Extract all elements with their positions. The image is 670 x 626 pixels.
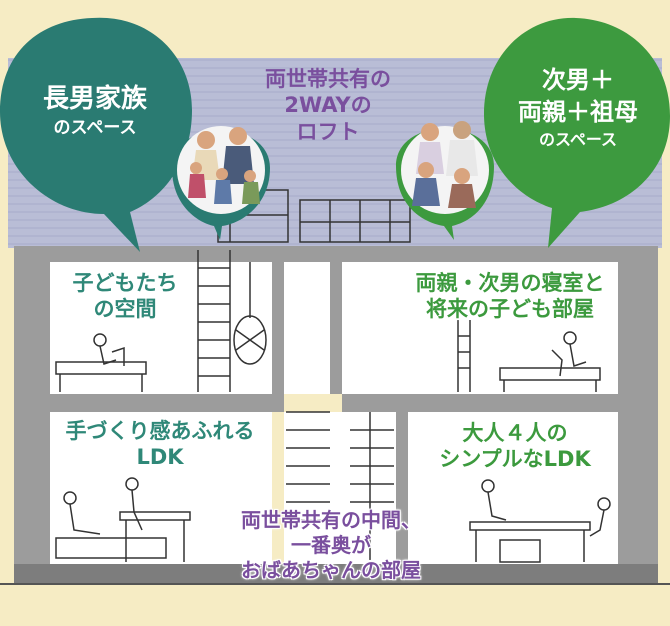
label-parents-room: 両親・次男の寝室と 将来の子ども部屋 [390,270,630,323]
walls [14,262,658,582]
label-loft-line1: 両世帯共有の [265,67,391,91]
label-grandma-room-line2: 一番奥が [291,533,371,557]
label-parents-room-line1: 両親・次男の寝室と [415,271,605,295]
ground-slab [14,564,658,584]
label-grandma-room-line1: 両世帯共有の中間、 [241,508,421,532]
bubble-left-line2: のスペース [53,118,137,138]
label-grandma-room: 両世帯共有の中間、 一番奥が おばあちゃんの部屋 [206,508,456,583]
label-parents-room-line2: 将来の子ども部屋 [426,297,594,322]
bubble-left-text: 長男家族 のスペース [10,82,180,140]
bubble-right-line2: 両親＋祖母 [518,98,638,126]
family-photo-right [396,121,494,240]
furniture-sketches [55,320,611,563]
central-stairs [286,411,394,560]
label-grandma-room-line3: おばあちゃんの部屋 [241,558,421,582]
label-kids-space-line2: の空間 [93,297,157,322]
bubble-right-line3: のスペース [538,130,618,149]
label-ldk-right-line1: 大人４人の [462,421,568,445]
bubble-right-shape [484,17,670,248]
label-kids-space-line1: 子どもたち [72,271,178,295]
room-upper-right [342,262,618,394]
label-loft-line2: 2WAYの [284,93,372,118]
ladder [197,250,231,392]
room-kids-space [50,262,272,394]
room-stair-upper [284,262,330,394]
room-middle [284,412,396,564]
label-loft-line3: ロフト [296,119,360,144]
hanging-basket [233,262,267,365]
label-ldk-right: 大人４人の シンプルなLDK [420,420,610,473]
loft-floor [14,246,658,262]
label-ldk-right-line2: シンプルなLDK [439,447,591,472]
label-ldk-left: 手づくり感あふれる LDK [40,418,280,471]
bubble-left-line1: 長男家族 [42,84,147,114]
bubble-right-text: 次男＋ 両親＋祖母 のスペース [490,64,666,152]
room-ldk-right [408,412,618,564]
family-photo-left [172,126,270,240]
label-loft: 両世帯共有の 2WAYの ロフト [238,66,418,145]
label-ldk-left-line2: LDK [136,445,184,470]
bubble-left-shape [0,17,192,252]
label-ldk-left-line1: 手づくり感あふれる [65,419,255,443]
bubble-right-line1: 次男＋ [542,66,614,94]
label-kids-space: 子どもたち の空間 [50,270,200,323]
